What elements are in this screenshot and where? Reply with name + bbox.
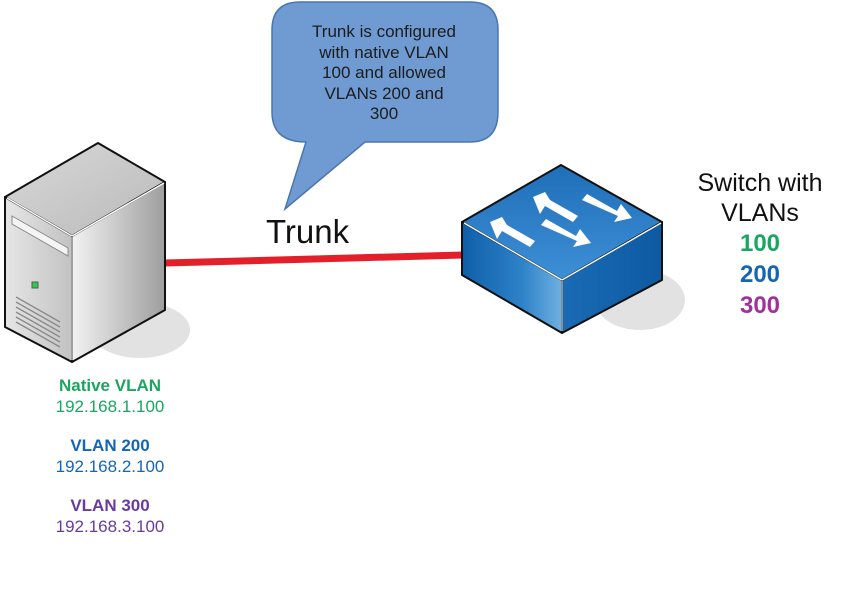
drive-bay <box>11 215 69 257</box>
server-interface: Native VLAN 192.168.1.100 <box>20 376 200 417</box>
server-interface: VLAN 200 192.168.2.100 <box>20 436 200 477</box>
switch-vlan-id: 200 <box>739 261 781 288</box>
vent-grille <box>15 296 61 348</box>
interface-name: VLAN 300 <box>70 496 150 515</box>
trunk-label: Trunk <box>266 213 350 250</box>
callout-text: Trunk is configured with native VLAN 100… <box>278 22 490 125</box>
interface-ip: 192.168.1.100 <box>55 397 165 416</box>
interface-ip: 192.168.2.100 <box>55 457 165 476</box>
switch-vlan-id: 300 <box>739 292 781 319</box>
power-led-icon <box>31 281 39 289</box>
callout-shape <box>271 1 499 212</box>
callout-line: 300 <box>369 104 399 123</box>
trunk-link-line <box>164 251 464 267</box>
callout-line: Trunk is configured <box>312 22 456 41</box>
callout-line: 100 and allowed <box>322 63 446 82</box>
callout-bubble <box>271 1 499 212</box>
server-interfaces: Native VLAN 192.168.1.100 VLAN 200 192.1… <box>20 376 200 556</box>
switch-caption-title: VLANs <box>721 199 799 227</box>
network-switch-icon <box>461 164 685 334</box>
switch-caption: Switch with VLANs 100 200 300 <box>680 168 840 321</box>
interface-name: VLAN 200 <box>70 436 150 455</box>
interface-ip: 192.168.3.100 <box>55 517 165 536</box>
server-tower-icon <box>4 142 190 363</box>
interface-name: Native VLAN <box>58 376 162 395</box>
switch-arrows-icon <box>490 192 632 247</box>
server-interface: VLAN 300 192.168.3.100 <box>20 496 200 537</box>
switch-vlan-id: 100 <box>739 230 781 257</box>
callout-line: with native VLAN <box>319 42 449 62</box>
switch-caption-title: Switch with <box>697 169 823 197</box>
callout-line: VLANs 200 and <box>324 83 444 103</box>
